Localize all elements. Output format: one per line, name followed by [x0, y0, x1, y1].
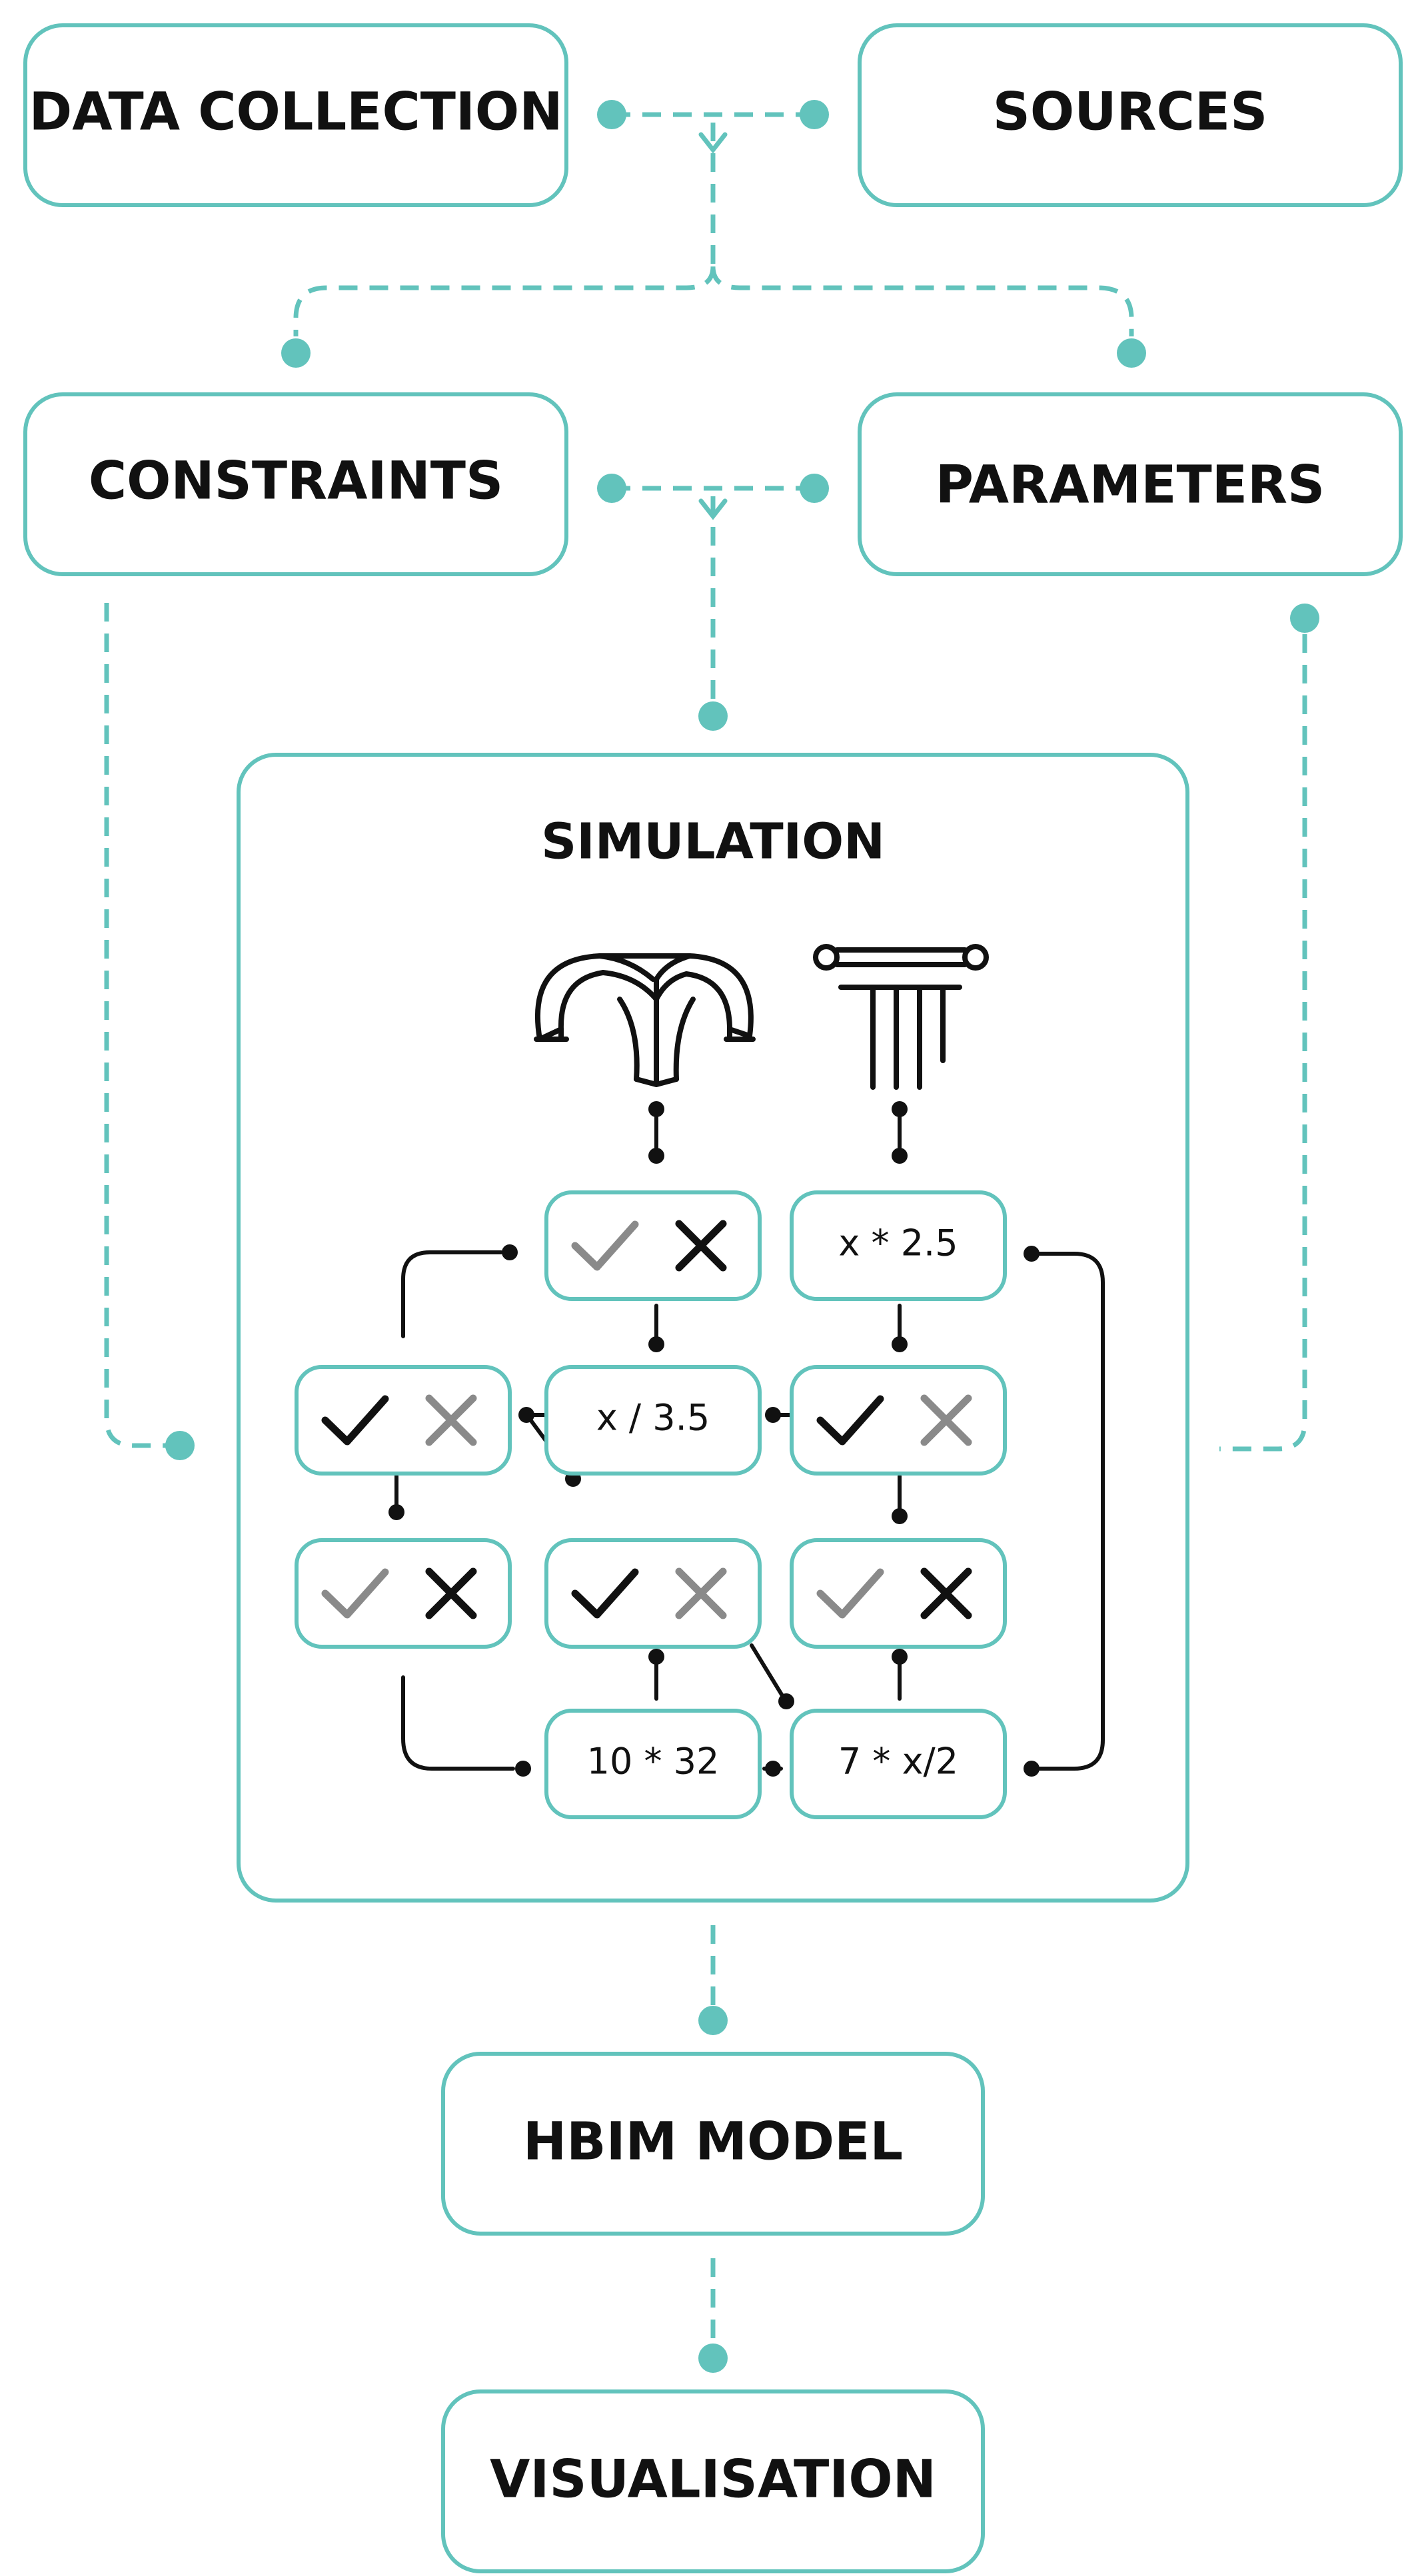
dot — [698, 2006, 728, 2035]
dot — [698, 701, 728, 731]
dot — [765, 1407, 781, 1423]
vault-icon — [534, 953, 756, 1087]
dot — [502, 1244, 518, 1260]
box-hbim-model: HBIM MODEL — [441, 2052, 985, 2236]
dot — [648, 1101, 664, 1117]
dot — [800, 474, 829, 503]
dot — [515, 1761, 531, 1777]
connector-to-constraints — [293, 266, 716, 336]
dot — [648, 1649, 664, 1665]
dashed-connectors — [104, 112, 1307, 2348]
dot — [597, 100, 626, 129]
check-node — [790, 1538, 1007, 1649]
check-node — [295, 1365, 512, 1476]
dot — [698, 2344, 728, 2373]
dot — [165, 1431, 195, 1460]
box-parameters: PARAMETERS — [858, 392, 1403, 576]
simulation-nodes: x * 2.5 x / 3.5 10 * 32 7 * x/2 — [295, 1190, 1007, 1819]
dot — [778, 1693, 794, 1709]
check-node — [544, 1190, 762, 1301]
dot — [1024, 1246, 1040, 1262]
box-parameters-label: PARAMETERS — [936, 455, 1325, 515]
dot — [800, 100, 829, 129]
expression-label: 7 * x/2 — [838, 1741, 958, 1783]
node-connectors — [394, 1106, 1105, 1771]
check-node — [544, 1538, 762, 1649]
connector-parameters-right — [1219, 634, 1307, 1452]
box-visualisation-label: VISUALISATION — [490, 2449, 936, 2509]
dot — [518, 1407, 534, 1423]
dot — [388, 1504, 404, 1520]
dot — [648, 1336, 664, 1352]
box-visualisation: VISUALISATION — [441, 2389, 985, 2573]
expression-label: 10 * 32 — [587, 1741, 720, 1783]
box-data-collection-label: DATA COLLECTION — [29, 82, 562, 142]
expression-node: 10 * 32 — [544, 1709, 762, 1819]
expression-node: x * 2.5 — [790, 1190, 1007, 1301]
dot — [281, 338, 311, 368]
expression-node: 7 * x/2 — [790, 1709, 1007, 1819]
box-data-collection: DATA COLLECTION — [23, 23, 568, 207]
check-node — [790, 1365, 1007, 1476]
dot — [648, 1148, 664, 1164]
box-hbim-model-label: HBIM MODEL — [523, 2112, 903, 2172]
expression-label: x * 2.5 — [838, 1222, 958, 1264]
dot — [892, 1336, 908, 1352]
expression-label: x / 3.5 — [596, 1397, 710, 1439]
box-sources: SOURCES — [858, 23, 1403, 207]
dot — [597, 474, 626, 503]
node-connector-dots — [388, 1101, 1040, 1777]
arrowhead-middle — [698, 498, 728, 520]
simulation-title: SIMULATION — [541, 813, 885, 871]
dot — [892, 1649, 908, 1665]
dot — [1117, 338, 1146, 368]
dot — [765, 1761, 781, 1777]
dot — [892, 1101, 908, 1117]
column-icon — [813, 944, 989, 1090]
expression-node: x / 3.5 — [544, 1365, 762, 1476]
arrowhead-top — [698, 132, 728, 154]
connector-arrowheads — [698, 132, 728, 520]
connector-dots — [165, 100, 1319, 2373]
dot — [892, 1148, 908, 1164]
box-constraints: CONSTRAINTS — [23, 392, 568, 576]
connector-constraints-left — [104, 603, 167, 1448]
connector-to-parameters — [710, 266, 1134, 336]
box-sources-label: SOURCES — [993, 82, 1268, 142]
box-constraints-label: CONSTRAINTS — [89, 451, 503, 511]
dot — [1024, 1761, 1040, 1777]
check-node — [295, 1538, 512, 1649]
dot — [892, 1508, 908, 1524]
dot — [1290, 604, 1319, 633]
